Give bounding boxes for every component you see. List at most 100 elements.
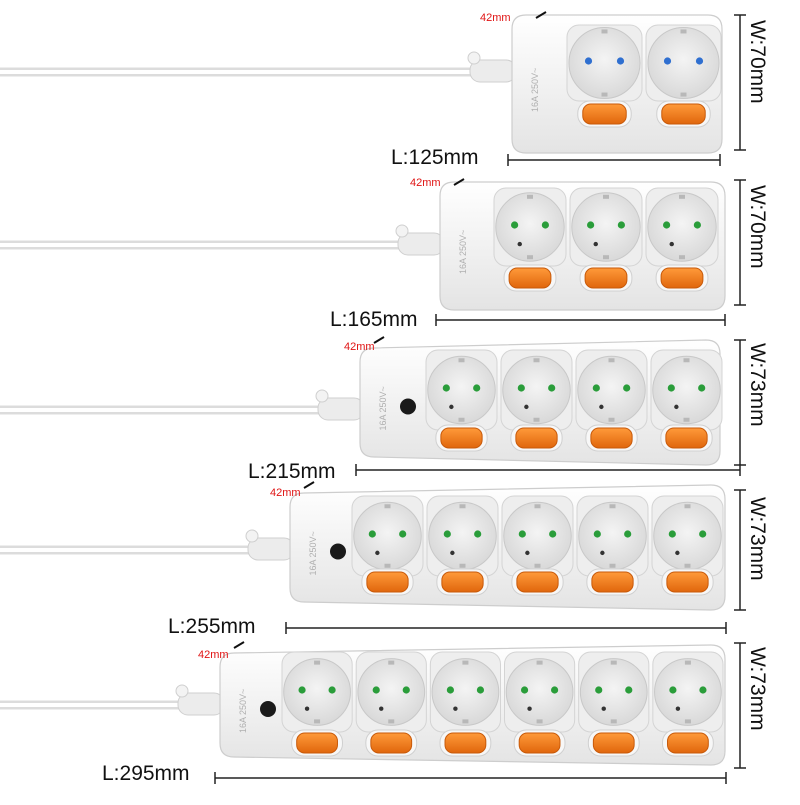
- length-label-1: L:125mm: [391, 146, 479, 169]
- switch-rocker: [591, 571, 634, 593]
- strain-relief-loop: [395, 224, 409, 238]
- depth-label-1: 42mm: [480, 12, 511, 24]
- earth-clip-bottom: [610, 719, 617, 724]
- earth-clip-top: [459, 504, 466, 509]
- earth-clip-top: [462, 660, 469, 665]
- earth-clip-top: [534, 504, 541, 509]
- socket-2: [426, 495, 499, 577]
- individual-switch-2: [365, 729, 418, 757]
- switch-rocker: [582, 103, 627, 125]
- socket-face: [579, 658, 648, 726]
- individual-switch-4: [513, 729, 566, 757]
- socket-screw: [449, 404, 454, 410]
- width-label-2: W:70mm: [746, 185, 769, 269]
- individual-switch-5: [587, 729, 640, 757]
- individual-switch-3: [585, 424, 638, 452]
- socket-screw: [527, 706, 532, 711]
- socket-pin-left: [372, 686, 380, 694]
- socket-pin-left: [511, 221, 519, 229]
- socket-1: [351, 495, 424, 577]
- socket-pin-right: [699, 686, 707, 694]
- earth-clip-bottom: [527, 255, 533, 260]
- socket-face: [653, 501, 722, 571]
- socket-4: [504, 651, 576, 733]
- socket-4: [650, 349, 723, 431]
- socket-pin-right: [551, 686, 559, 694]
- socket-screw: [669, 241, 674, 247]
- socket-face: [427, 355, 496, 425]
- socket-pin-left: [669, 686, 677, 694]
- individual-switch-1: [577, 100, 632, 128]
- earth-clip-bottom: [536, 719, 543, 724]
- socket-pin-left: [584, 57, 593, 65]
- switch-rocker: [516, 571, 559, 593]
- socket-screw: [593, 241, 598, 247]
- socket-face: [647, 26, 720, 100]
- socket-pin-right: [617, 221, 625, 229]
- earth-clip-bottom: [608, 417, 615, 422]
- switch-rocker: [444, 732, 487, 754]
- width-label-3: W:73mm: [746, 343, 769, 427]
- socket-pin-left: [663, 57, 672, 65]
- strain-relief-loop: [467, 51, 481, 65]
- switch-rocker: [592, 732, 635, 754]
- individual-switch-4: [660, 424, 713, 452]
- earth-clip-top: [609, 504, 616, 509]
- socket-pin-right: [625, 686, 633, 694]
- depth-marker: [303, 481, 315, 489]
- switch-rocker: [660, 267, 704, 289]
- switch-rocker: [666, 571, 709, 593]
- individual-switch-2: [656, 100, 711, 128]
- socket-1: [281, 651, 353, 733]
- width-label-5: W:73mm: [746, 647, 769, 731]
- socket-screw: [601, 706, 606, 711]
- socket-face: [283, 658, 351, 726]
- earth-clip-top: [533, 358, 540, 363]
- socket-pin-left: [442, 384, 450, 392]
- length-label-5: L:295mm: [102, 762, 190, 785]
- socket-3: [575, 349, 648, 431]
- earth-clip-bottom: [679, 255, 685, 260]
- socket-face: [571, 192, 641, 262]
- socket-3: [645, 187, 719, 267]
- socket-screw: [674, 404, 679, 410]
- earth-clip-bottom: [458, 417, 465, 422]
- master-switch-button: [400, 398, 416, 415]
- socket-pin-right: [474, 530, 482, 538]
- individual-switch-2: [579, 264, 633, 292]
- power-strip-5: 16A 250V~: [0, 641, 746, 784]
- earth-clip-bottom: [534, 563, 541, 568]
- switch-rocker: [584, 267, 628, 289]
- socket-screw: [600, 550, 605, 556]
- socket-face: [577, 355, 646, 425]
- earth-clip-top: [314, 660, 321, 665]
- earth-clip-bottom: [314, 719, 321, 724]
- depth-label-5: 42mm: [198, 649, 229, 661]
- socket-face: [505, 658, 574, 726]
- socket-1: [425, 349, 498, 431]
- socket-screw: [675, 550, 680, 556]
- socket-face: [428, 501, 497, 571]
- socket-1: [493, 187, 567, 267]
- socket-pin-right: [328, 686, 336, 694]
- power-strip-1: 16A 250V~: [0, 11, 746, 166]
- socket-pin-right: [541, 221, 549, 229]
- socket-screw: [450, 550, 455, 556]
- socket-pin-left: [667, 384, 675, 392]
- earth-clip-top: [603, 194, 609, 199]
- socket-pin-right: [623, 384, 631, 392]
- individual-switch-2: [436, 568, 489, 596]
- earth-clip-bottom: [533, 417, 540, 422]
- socket-pin-right: [698, 384, 706, 392]
- switch-rocker: [508, 267, 552, 289]
- length-label-4: L:255mm: [168, 615, 256, 638]
- socket-6: [652, 651, 724, 733]
- earth-clip-top: [680, 29, 687, 34]
- socket-face: [647, 192, 717, 262]
- socket-1: [566, 24, 643, 102]
- earth-clip-top: [684, 660, 691, 665]
- socket-pin-left: [593, 530, 601, 538]
- individual-switch-1: [361, 568, 414, 596]
- earth-clip-bottom: [684, 719, 691, 724]
- switch-rocker: [370, 732, 413, 754]
